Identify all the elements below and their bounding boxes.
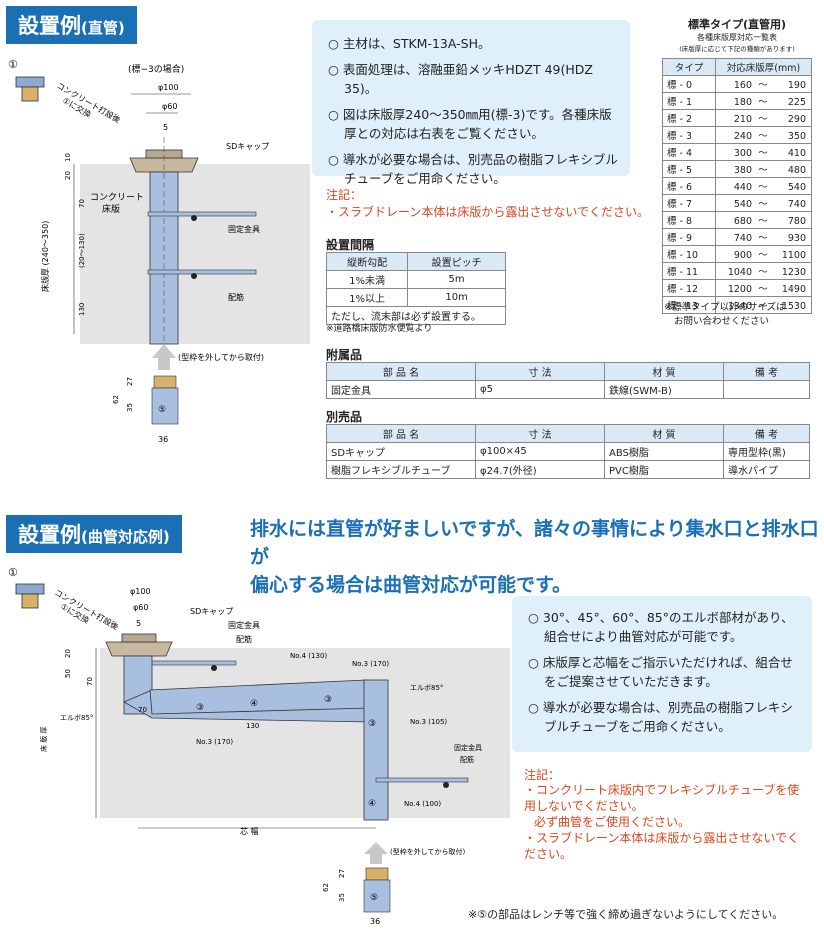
svg-text:固定金具: 固定金具 bbox=[228, 620, 260, 630]
svg-text:φ100: φ100 bbox=[130, 587, 151, 596]
svg-text:固定金具: 固定金具 bbox=[228, 224, 260, 234]
svg-text:27: 27 bbox=[126, 377, 134, 386]
svg-text:(標−3の場合): (標−3の場合) bbox=[128, 63, 184, 75]
info-box-2: ○ 30°、45°、60°、85°のエルボ部材があり、組合せにより曲管対応が可能… bbox=[512, 596, 812, 752]
svg-text:10: 10 bbox=[64, 153, 72, 162]
svg-text:No.4 (100): No.4 (100) bbox=[404, 800, 441, 808]
svg-text:配筋: 配筋 bbox=[460, 755, 474, 764]
svg-text:No.3 (170): No.3 (170) bbox=[196, 738, 233, 746]
standard-header: 標準タイプ(直管用) 各種床版厚対応一覧表 (床版厚に応じて下記の種類があります… bbox=[679, 18, 795, 53]
standard-footnote: ※標準タイプ以外のサイズは お問い合わせください bbox=[664, 302, 786, 327]
svg-text:コンクリート: コンクリート bbox=[90, 192, 144, 203]
svg-text:36: 36 bbox=[370, 917, 380, 926]
svg-text:φ100: φ100 bbox=[158, 83, 179, 92]
svg-text:35: 35 bbox=[338, 893, 346, 902]
svg-text:5: 5 bbox=[136, 619, 141, 628]
svg-text:70: 70 bbox=[138, 706, 147, 714]
svg-text:50: 50 bbox=[64, 669, 72, 678]
marker-1: ① bbox=[8, 58, 18, 71]
svg-text:27: 27 bbox=[338, 869, 346, 878]
svg-text:⑤: ⑤ bbox=[158, 405, 166, 415]
svg-text:配筋: 配筋 bbox=[228, 292, 244, 302]
svg-text:(20〜130): (20〜130) bbox=[78, 233, 86, 268]
svg-text:床版厚 (240〜350): 床版厚 (240〜350) bbox=[40, 221, 50, 292]
svg-text:φ60: φ60 bbox=[162, 102, 177, 111]
cap-icon-2 bbox=[15, 583, 45, 609]
note-title-1: 注記： bbox=[326, 188, 363, 202]
interval-source: ※道路橋床版防水便覧より bbox=[326, 324, 433, 334]
svg-text:No.3 (170): No.3 (170) bbox=[352, 660, 389, 668]
section1-title: 設置例(直管) bbox=[6, 6, 137, 44]
separate-title: 別売品 bbox=[326, 410, 363, 424]
accessory-title: 附属品 bbox=[326, 348, 363, 362]
svg-text:62: 62 bbox=[322, 883, 330, 892]
svg-text:70: 70 bbox=[78, 199, 86, 208]
svg-text:④: ④ bbox=[368, 799, 376, 809]
svg-text:①: ① bbox=[8, 566, 18, 579]
straight-pipe-diagram: ① コンクリート打設後 ①に交換 (標−3の場合) φ100 φ60 5 SDキ… bbox=[8, 58, 310, 444]
svg-text:No.3 (105): No.3 (105) bbox=[410, 718, 447, 726]
svg-text:36: 36 bbox=[158, 435, 168, 444]
svg-text:No.4 (130): No.4 (130) bbox=[290, 652, 327, 660]
svg-text:エルボ85°: エルボ85° bbox=[410, 684, 443, 692]
svg-text:(型枠を外してから取付): (型枠を外してから取付) bbox=[390, 847, 466, 856]
svg-text:130: 130 bbox=[246, 722, 259, 730]
svg-text:配筋: 配筋 bbox=[236, 634, 252, 644]
section2-lead: 排水には直管が好ましいですが、諸々の事情により集水口と排水口が 偏心する場合は曲… bbox=[250, 518, 819, 596]
svg-text:SDキャップ: SDキャップ bbox=[190, 607, 233, 616]
svg-text:5: 5 bbox=[163, 123, 168, 132]
info-box-1: ○ 主材は、STKM-13A-SH。 ○ 表面処理は、溶融亜鉛メッキHDZT 4… bbox=[312, 20, 630, 186]
svg-text:床版: 床版 bbox=[102, 203, 120, 215]
svg-text:20: 20 bbox=[64, 649, 72, 658]
svg-text:20: 20 bbox=[64, 171, 72, 180]
cap-icon bbox=[15, 76, 45, 102]
svg-text:SDキャップ: SDキャップ bbox=[226, 142, 269, 151]
svg-text:130: 130 bbox=[78, 303, 86, 316]
interval-title: 設置間隔 bbox=[326, 238, 375, 252]
svg-text:62: 62 bbox=[112, 395, 120, 404]
note-1: ・スラブドレーン本体は床版から露出させないでください。 bbox=[326, 205, 650, 219]
section2-title: 設置例(曲管対応例) bbox=[6, 515, 182, 553]
svg-text:エルボ85°: エルボ85° bbox=[60, 714, 93, 722]
notes-2: ・コンクリート床版内でフレキシブルチューブを使用しないでください。 必ず曲管をご… bbox=[524, 783, 800, 861]
bent-pipe-diagram: ① コンクリート打設後 ①に交換 φ100 φ60 5 SDキャップ 固定金具 … bbox=[8, 566, 510, 926]
svg-text:固定金具: 固定金具 bbox=[454, 743, 482, 752]
svg-text:④: ④ bbox=[250, 699, 258, 709]
svg-text:(型枠を外してから取付): (型枠を外してから取付) bbox=[178, 352, 264, 362]
svg-text:③: ③ bbox=[324, 695, 332, 705]
svg-text:芯 幅: 芯 幅 bbox=[240, 826, 259, 836]
svg-text:φ60: φ60 bbox=[133, 603, 148, 612]
svg-text:③: ③ bbox=[368, 719, 376, 729]
svg-text:⑤: ⑤ bbox=[370, 893, 378, 903]
footer-note: ※⑤の部品はレンチ等で強く締め過ぎないようにしてください。 bbox=[468, 908, 784, 921]
note-title-2: 注記： bbox=[524, 768, 561, 782]
svg-text:③: ③ bbox=[196, 703, 204, 713]
svg-text:35: 35 bbox=[126, 403, 134, 412]
svg-text:床 版 厚: 床 版 厚 bbox=[39, 727, 48, 752]
svg-text:70: 70 bbox=[86, 677, 94, 686]
